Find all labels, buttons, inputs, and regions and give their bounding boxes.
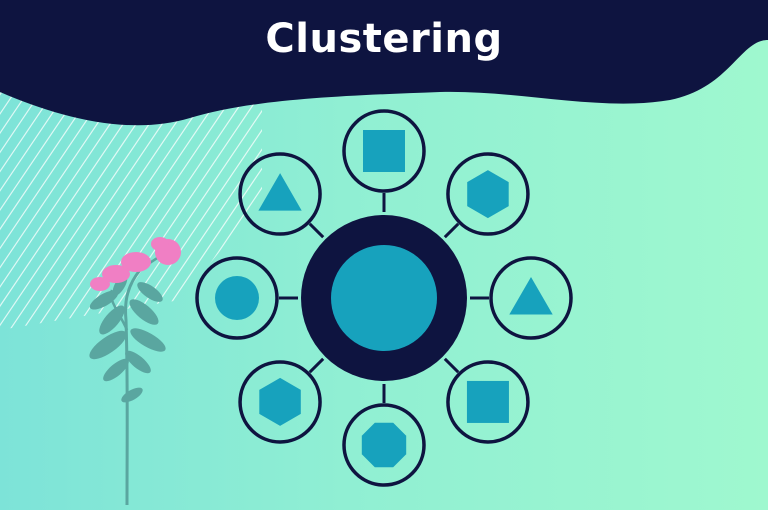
flower-leaf [130, 328, 166, 352]
square-icon [466, 380, 509, 423]
flower-petal [121, 252, 151, 272]
connector-top-left [308, 222, 325, 239]
center-node-circle [331, 245, 437, 351]
square-icon [363, 130, 405, 172]
flower-petal [90, 277, 110, 291]
cluster-diagram [195, 109, 573, 487]
satellite-node-left [195, 256, 279, 340]
flower-petal [151, 237, 169, 251]
hexagon-icon [259, 377, 301, 426]
satellite-node-bottom-right [446, 360, 530, 444]
flower-leaf [125, 350, 151, 374]
circle-icon [215, 276, 259, 320]
flower-leaf [99, 305, 125, 335]
flower-leaf [137, 282, 163, 302]
satellite-node-top-left [238, 152, 322, 236]
flower-leaf [103, 358, 129, 382]
connector-bottom-left [308, 357, 325, 374]
satellite-node-top [342, 109, 426, 193]
flower-stem [124, 269, 142, 506]
pink-flower [89, 237, 181, 506]
title-banner [0, 0, 768, 126]
triangle-icon [509, 277, 553, 315]
triangle-icon [258, 173, 302, 211]
flower-leaf [129, 299, 159, 325]
connector-top-right [443, 222, 460, 239]
satellite-node-bottom-left [238, 360, 322, 444]
flower-petal [102, 265, 130, 283]
satellite-node-right [489, 256, 573, 340]
flower-leaf [121, 387, 143, 403]
satellite-node-top-right [446, 152, 530, 236]
hexagon-icon [467, 170, 509, 219]
flower-leaf [89, 290, 119, 310]
connector-bottom-right [443, 357, 460, 374]
octagon-icon [361, 422, 407, 468]
page-title: Clustering [265, 16, 503, 62]
flower-leaf [89, 330, 127, 360]
satellite-node-bottom [342, 403, 426, 487]
